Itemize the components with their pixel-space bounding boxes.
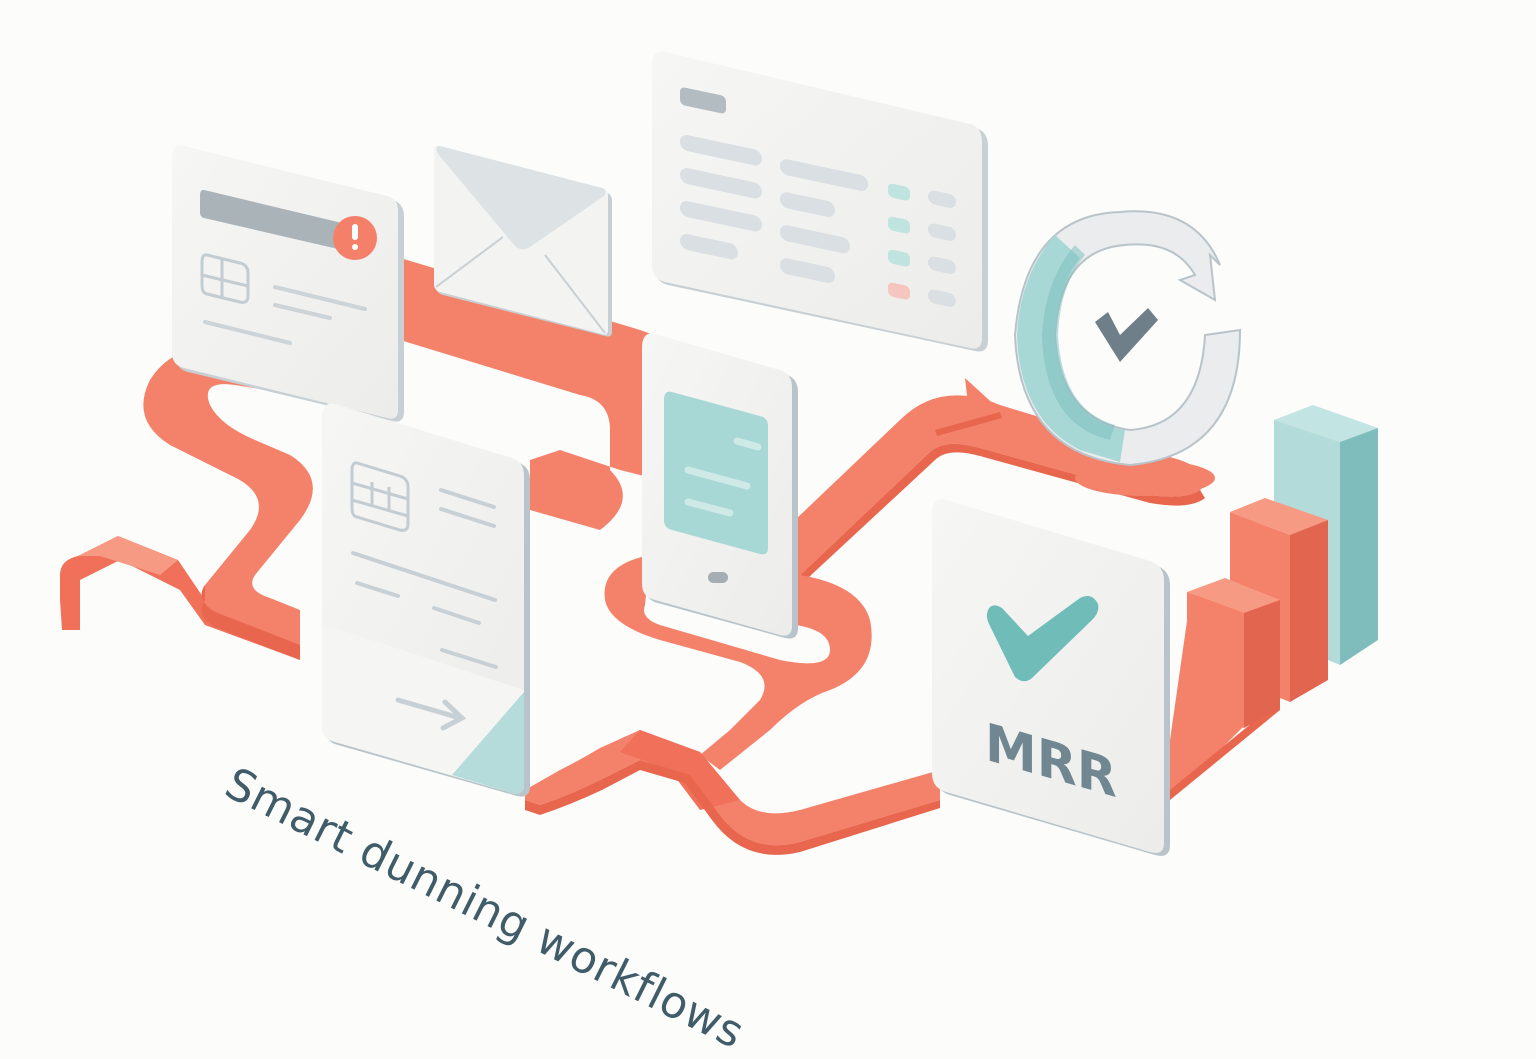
retry-cycle bbox=[1013, 210, 1242, 496]
credit-card-chip-icon bbox=[200, 253, 250, 304]
dunning-workflow-illustration: MRR bbox=[60, 51, 1378, 856]
smartphone-icon bbox=[642, 333, 798, 639]
arrow-right-icon bbox=[395, 697, 467, 731]
table-header-placeholder bbox=[680, 87, 726, 114]
payment-update-card bbox=[322, 403, 530, 797]
phone-home-button bbox=[708, 572, 728, 583]
phone-screen bbox=[664, 391, 768, 555]
status-indicators bbox=[888, 183, 910, 300]
mrr-card: MRR bbox=[932, 499, 1170, 856]
failed-payment-card bbox=[172, 145, 404, 422]
alert-badge bbox=[333, 216, 377, 260]
teal-corner bbox=[452, 692, 524, 794]
table-rows bbox=[680, 135, 956, 307]
checkmark-icon bbox=[986, 596, 1099, 682]
card-header-bar bbox=[200, 189, 344, 250]
checkmark-icon bbox=[1095, 308, 1158, 362]
envelope-icon bbox=[434, 145, 612, 337]
credit-card-chip-icon bbox=[350, 461, 410, 532]
bar-chart-icon bbox=[1187, 405, 1378, 728]
invoice-table-card bbox=[652, 51, 988, 352]
